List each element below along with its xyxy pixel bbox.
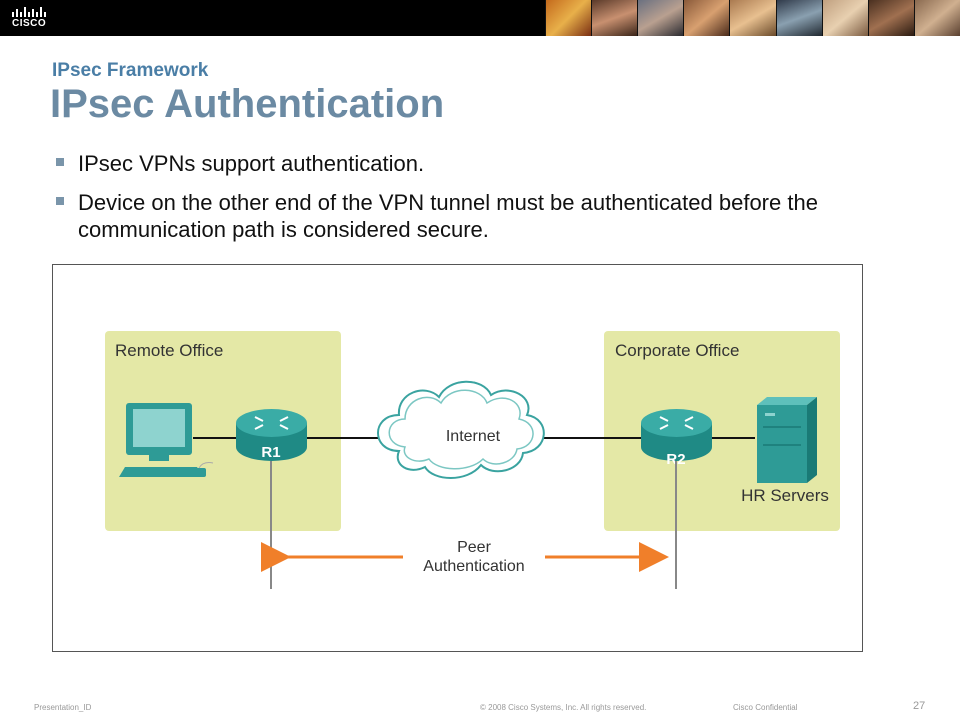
server-label: HR Servers (741, 486, 829, 505)
router-r2-icon (641, 409, 712, 461)
photo-tile (729, 0, 776, 36)
slide-title: IPsec Authentication (50, 82, 445, 126)
top-banner: CISCO (0, 0, 960, 36)
logo-text: CISCO (12, 18, 47, 29)
remote-office-label: Remote Office (115, 341, 223, 360)
server-icon (757, 397, 817, 483)
photo-tile (775, 0, 822, 36)
photo-tile (683, 0, 730, 36)
cisco-logo-icon (12, 7, 46, 17)
bullet-item: IPsec VPNs support authentication. (54, 150, 894, 177)
photo-tile (637, 0, 684, 36)
internet-cloud-icon (377, 380, 545, 479)
corporate-office-label: Corporate Office (615, 341, 739, 360)
bullet-square-icon (56, 158, 64, 166)
router1-label: R1 (261, 444, 280, 461)
footer-copyright: © 2008 Cisco Systems, Inc. All rights re… (480, 703, 647, 712)
remote-office-box (105, 331, 341, 531)
bullet-item: Device on the other end of the VPN tunne… (54, 189, 894, 243)
bullet-square-icon (56, 197, 64, 205)
peer-auth-label-line2: Authentication (423, 558, 524, 575)
peer-auth-label-line1: Peer (457, 539, 491, 556)
internet-label: Internet (446, 428, 501, 445)
photo-tile (821, 0, 868, 36)
network-diagram: Remote Office Corporate Office R1 (52, 264, 863, 652)
slide-subtitle: IPsec Framework (52, 60, 209, 81)
page-number: 27 (913, 700, 926, 712)
photo-tile (867, 0, 914, 36)
photo-tile (545, 0, 592, 36)
footer-presentation-id: Presentation_ID (34, 703, 92, 712)
computer-icon (119, 403, 214, 477)
bullet-text: IPsec VPNs support authentication. (78, 151, 425, 176)
photo-strip (545, 0, 960, 36)
photo-tile (913, 0, 960, 36)
router-r1-icon (236, 409, 307, 461)
diagram-canvas: Remote Office Corporate Office R1 (105, 331, 840, 589)
footer-confidential: Cisco Confidential (733, 703, 798, 712)
router2-label: R2 (666, 451, 685, 468)
bullet-text: Device on the other end of the VPN tunne… (78, 190, 818, 242)
bullet-list: IPsec VPNs support authentication. Devic… (54, 150, 894, 255)
photo-tile (591, 0, 638, 36)
